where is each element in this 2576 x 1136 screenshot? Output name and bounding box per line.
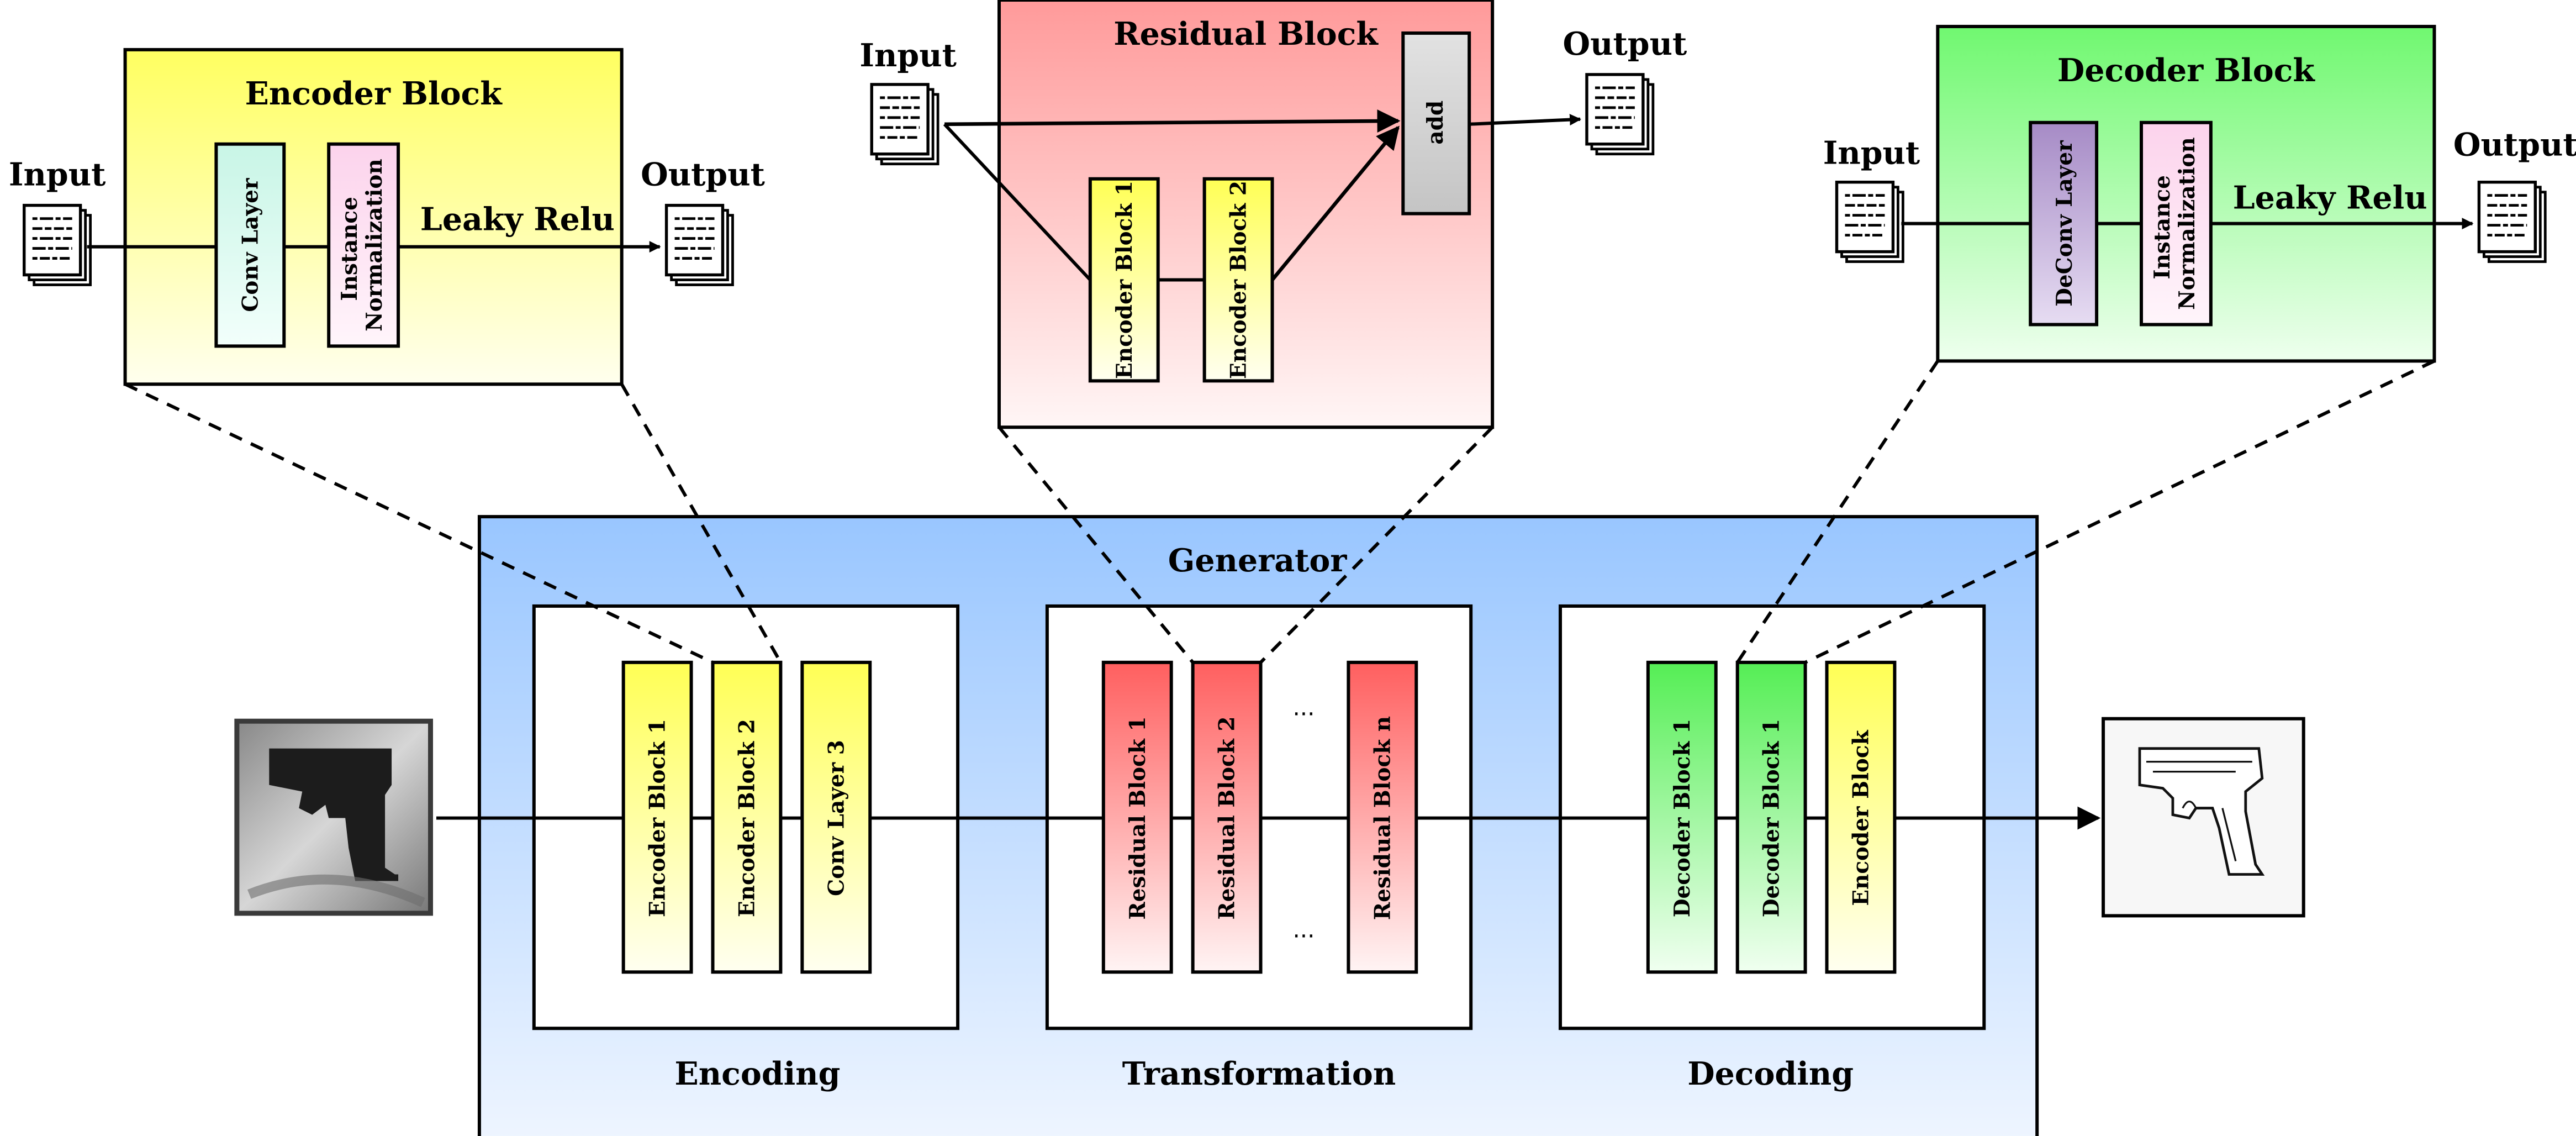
input-photo-shadow	[247, 874, 425, 907]
encoder-zoom-line-right	[620, 383, 782, 664]
decoding-block-3-label: Encoder Block	[1848, 729, 1873, 906]
decoding-block-2-label: Decoder Block 1	[1759, 719, 1785, 917]
transformation-block-n	[1347, 660, 1418, 974]
residual-block-detail: Residual Block Input Output Encoder Bloc…	[859, 0, 1688, 429]
residual-input-doc-icon	[872, 85, 938, 164]
decoder-input-label: Input	[1823, 135, 1920, 172]
decoder-zoom-line-left	[1736, 360, 1939, 664]
residual-panel-title: Residual Block	[1113, 16, 1379, 52]
decoder-block-detail: Decoder Block Input Output DeConv Layer …	[1823, 24, 2576, 363]
encoder-output-doc-icon	[667, 206, 733, 285]
decoding-stage-label: Decoding	[1687, 1056, 1854, 1092]
decoding-block-1-label: Decoder Block 1	[1670, 719, 1695, 917]
encoding-block-2	[711, 660, 783, 974]
generator-title: Generator	[1168, 543, 1348, 579]
encoding-block-3	[800, 660, 872, 974]
decoding-block-1	[1646, 660, 1718, 974]
residual-skip-arrow	[944, 109, 1401, 133]
residual-block-to-add-arrow	[1270, 125, 1400, 281]
decoder-input-doc-icon	[1837, 182, 1903, 262]
residual-encoder-block-1	[1088, 177, 1160, 383]
residual-output-doc-icon	[1587, 75, 1653, 154]
residual-input-label: Input	[859, 38, 957, 74]
decoder-zoom-line-right	[1804, 359, 2435, 664]
decoder-output-doc-icon	[2479, 182, 2545, 262]
encoder-norm-box	[327, 142, 400, 348]
residual-encoder-block-2	[1202, 177, 1274, 383]
output-sketch-gun-detail	[2146, 761, 2252, 861]
encoder-norm-line-1: Instance	[337, 197, 362, 301]
transformation-block-2-label: Residual Block 2	[1215, 716, 1240, 919]
decoder-norm-line-1: Instance	[2150, 175, 2175, 280]
residual-add-label: add	[1423, 101, 1448, 145]
decoder-deconv-layer-label: DeConv Layer	[2052, 140, 2077, 307]
transformation-block-1-label: Residual Block 1	[1125, 716, 1150, 919]
decoding-block-2	[1735, 660, 1807, 974]
residual-encoder-block-1-label: Encoder Block 1	[1112, 181, 1137, 379]
encoder-output-label: Output	[641, 157, 766, 193]
decoding-block-3	[1825, 660, 1897, 974]
residual-output-label: Output	[1563, 26, 1688, 62]
residual-add-box	[1401, 31, 1471, 215]
residual-add-to-output-arrow	[1469, 114, 1582, 126]
transformation-block-n-label: Residual Block n	[1370, 716, 1395, 920]
encoder-conv-layer-label: Conv Layer	[237, 178, 263, 312]
encoder-conv-layer-box	[214, 142, 286, 348]
output-gun-sketch	[2102, 717, 2305, 918]
encoding-block-3-label: Conv Layer 3	[824, 740, 849, 896]
encoder-block-detail: Encoder Block Input Output Conv Layer In…	[9, 48, 766, 386]
input-gun-photo	[234, 718, 434, 916]
transformation-ellipsis-bottom: ...	[1292, 916, 1315, 943]
encoder-input-doc-icon	[24, 206, 91, 285]
decoder-norm-box	[2139, 120, 2213, 327]
decoder-deconv-layer-box	[2029, 120, 2099, 327]
residual-zoom-line-right	[1259, 426, 1494, 664]
decoder-output-label: Output	[2453, 127, 2576, 164]
decoder-norm-label: Instance Normalization	[2150, 137, 2200, 310]
decoder-activation-label: Leaky Relu	[2233, 180, 2427, 217]
encoder-zoom-line-left	[124, 382, 714, 664]
encoder-panel-title: Encoder Block	[245, 76, 503, 112]
transformation-stage-label: Transformation	[1122, 1056, 1396, 1092]
encoding-block-1	[621, 660, 693, 974]
transformation-block-1	[1101, 660, 1173, 974]
encoding-block-2-label: Encoder Block 2	[734, 719, 759, 917]
encoder-input-label: Input	[9, 157, 106, 193]
generator-panel-group: Generator Encoder Block 1 Encoder Block …	[436, 515, 2101, 1136]
encoder-activation-label: Leaky Relu	[420, 202, 615, 238]
transformation-block-2	[1191, 660, 1263, 974]
encoding-stage-label: Encoding	[674, 1056, 840, 1092]
decoder-norm-line-2: Normalization	[2174, 137, 2200, 310]
transformation-ellipsis-top: ...	[1292, 694, 1315, 721]
input-photo-gun-shape	[269, 748, 399, 881]
encoder-norm-line-2: Normalization	[362, 159, 387, 332]
residual-input-to-block	[943, 123, 1092, 281]
encoding-block-1-label: Encoder Block 1	[645, 719, 671, 917]
decoder-panel-title: Decoder Block	[2057, 52, 2316, 89]
residual-zoom-line-left	[997, 426, 1194, 664]
residual-encoder-block-2-label: Encoder Block 2	[1226, 181, 1252, 379]
zoom-connectors	[124, 359, 2435, 664]
encoder-norm-label: Instance Normalization	[337, 159, 387, 332]
